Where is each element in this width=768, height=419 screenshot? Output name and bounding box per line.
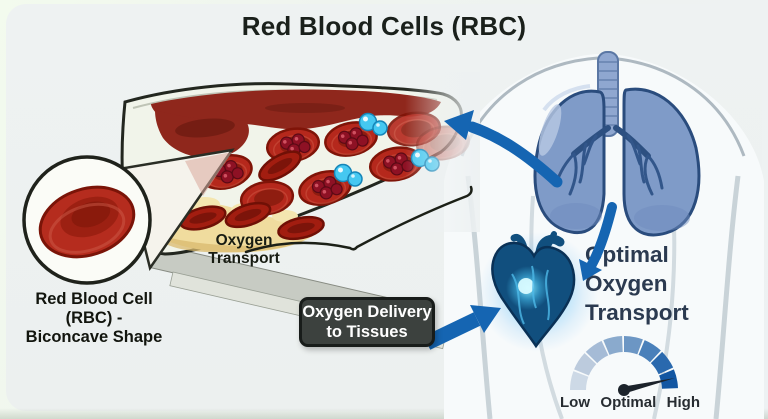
- page-title: Red Blood Cells (RBC): [241, 11, 527, 41]
- vessel-lining: [151, 89, 441, 158]
- rbc-caption: Red Blood Cell (RBC) - Biconcave Shape: [14, 290, 174, 346]
- oxygen-delivery-box: Oxygen Delivery to Tissues: [299, 297, 435, 347]
- rbc-caption-line: Red Blood Cell: [35, 290, 153, 308]
- rbc-caption-line: Biconcave Shape: [25, 327, 163, 346]
- oxygen-transport-label: Oxygen Transport: [192, 232, 296, 268]
- heart-illustration: [478, 231, 598, 352]
- oxygen-delivery-line: to Tissues: [326, 323, 408, 341]
- gauge-tick-optimal: Optimal: [600, 394, 657, 411]
- oxygen-gauge-icon: [569, 335, 678, 396]
- oxygen-delivery-line: Oxygen Delivery: [302, 302, 432, 321]
- red-blood-cell-icon: [38, 185, 136, 259]
- oxygen-transport-line: Transport: [208, 249, 280, 267]
- optimal-line: Transport: [585, 299, 689, 325]
- lungs-icon: [533, 84, 701, 237]
- brace-curve: [244, 185, 473, 254]
- heart-icon: [491, 231, 576, 349]
- blood-vessel-illustration: [22, 72, 480, 350]
- arrow-lungs-to-heart-icon: [579, 202, 617, 281]
- gauge-needle: [618, 378, 675, 396]
- rbc-caption-line: (RBC) -: [65, 308, 123, 327]
- gauge-tick-high: High: [666, 394, 700, 411]
- optimal-line: Oxygen: [585, 270, 668, 296]
- gauge-scale-labels: Low Optimal High: [560, 394, 700, 411]
- gauge-segments: [569, 335, 678, 391]
- bottom-shadow: [0, 408, 768, 419]
- arrow-lungs-to-vessel-icon: [444, 110, 563, 188]
- arrow-box-to-heart-icon: [423, 305, 501, 350]
- magnifier-circle-icon: [22, 148, 235, 285]
- oxygen-transport-line: Oxygen: [215, 232, 273, 249]
- gauge-tick-low: Low: [560, 394, 590, 411]
